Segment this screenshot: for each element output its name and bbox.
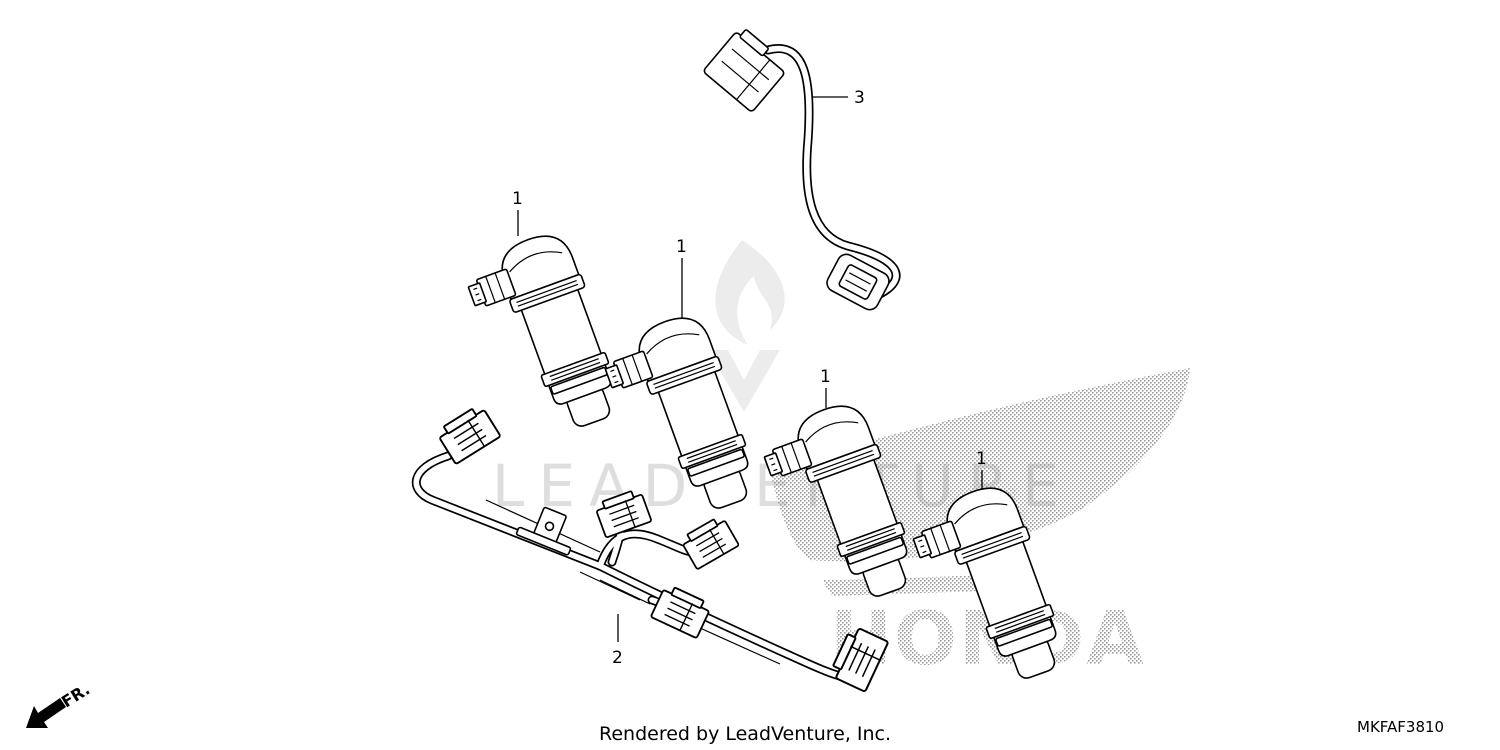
part-2-wire-harness [411, 402, 890, 693]
part-3-sub-cord [703, 29, 901, 311]
svg-text:1: 1 [512, 189, 523, 209]
figure-code: MKFAF3810 [1357, 718, 1444, 736]
render-credit: Rendered by LeadVenture, Inc. [599, 723, 891, 745]
svg-text:1: 1 [676, 237, 687, 257]
front-arrow-icon [26, 698, 66, 728]
svg-text:3: 3 [854, 88, 865, 108]
callout-coil-b: 1 [676, 237, 687, 318]
callout-coil-d: 1 [976, 449, 987, 490]
front-direction-marker: FR. [26, 680, 93, 728]
svg-text:1: 1 [820, 367, 831, 387]
callout-coil-c: 1 [820, 367, 831, 408]
svg-text:1: 1 [976, 449, 987, 469]
callout-sub-cord: 3 [812, 88, 865, 108]
callout-harness: 2 [612, 614, 623, 668]
callout-coil-a: 1 [512, 189, 523, 236]
svg-text:2: 2 [612, 648, 623, 668]
